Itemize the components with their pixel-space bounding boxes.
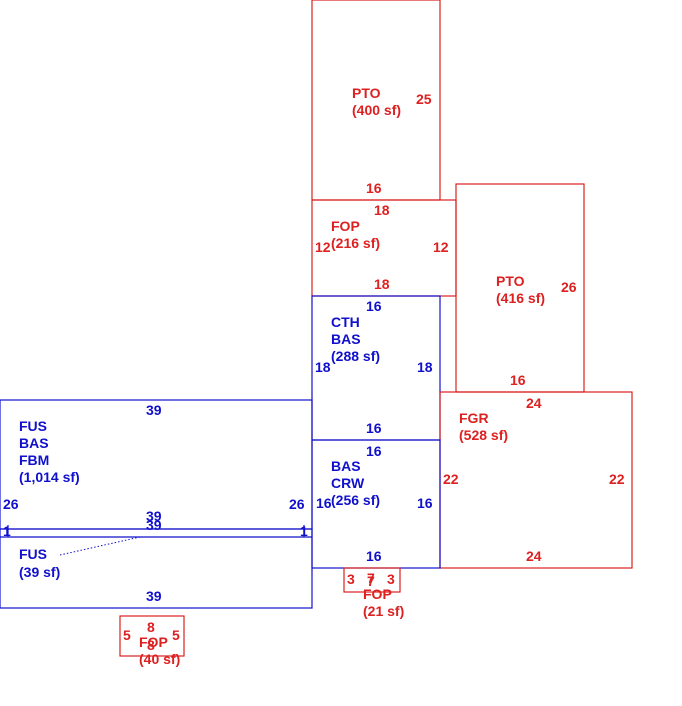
fus-main-dim-bottom: 39 bbox=[146, 508, 162, 524]
fop-small-outline bbox=[343, 567, 401, 593]
pto-top-dim-right: 25 bbox=[416, 91, 432, 107]
fus-strip-area: (39 sf) bbox=[19, 564, 60, 580]
fop-bottom-dim-top: 8 bbox=[147, 619, 155, 635]
fus-main-dim-left: 26 bbox=[3, 496, 19, 512]
fop-upper-dim-top: 18 bbox=[374, 202, 390, 218]
bas-crw-dim-bottom: 16 bbox=[366, 548, 382, 564]
area-cth-bas: 16 CTH BAS (288 sf) 18 18 16 bbox=[311, 295, 441, 441]
pto-right-dim-bottom: 16 bbox=[510, 372, 526, 388]
bas-crw-code-2: CRW bbox=[331, 475, 365, 491]
area-fus-main: 39 FUS BAS FBM (1,014 sf) 26 26 39 bbox=[0, 399, 313, 530]
cth-bas-dim-bottom: 16 bbox=[366, 420, 382, 436]
pto-right-dim-right: 26 bbox=[561, 279, 577, 295]
fop-upper-area: (216 sf) bbox=[331, 235, 380, 251]
fus-strip-code: FUS bbox=[19, 546, 47, 562]
bas-crw-dim-left: 16 bbox=[316, 495, 332, 511]
fop-small-dim-right: 3 bbox=[387, 571, 395, 587]
area-fop-bottom: 8 5 5 FOP 8 (40 sf) bbox=[119, 615, 185, 667]
fgr-code: FGR bbox=[459, 410, 489, 426]
fus-strip-leader-line bbox=[59, 536, 141, 556]
fus-main-dim-top: 39 bbox=[146, 402, 162, 418]
fop-small-dim-left: 3 bbox=[347, 571, 355, 587]
fus-strip-dim-right: 1 bbox=[300, 523, 308, 539]
fop-upper-dim-bottom: 18 bbox=[374, 276, 390, 292]
area-fop-upper: 18 FOP (216 sf) 12 12 18 bbox=[311, 199, 457, 297]
bas-crw-dim-top: 16 bbox=[366, 443, 382, 459]
area-pto-right: PTO (416 sf) 26 16 bbox=[455, 183, 585, 393]
pto-top-dim-bottom: 16 bbox=[366, 180, 382, 196]
area-fus-strip: 39 1 1 FUS (39 sf) 39 bbox=[0, 517, 313, 609]
fus-strip-outline bbox=[0, 528, 313, 609]
cth-bas-dim-right: 18 bbox=[417, 359, 433, 375]
pto-right-area: (416 sf) bbox=[496, 290, 545, 306]
cth-bas-dim-top: 16 bbox=[366, 298, 382, 314]
cth-bas-area: (288 sf) bbox=[331, 348, 380, 364]
cth-bas-code-2: BAS bbox=[331, 331, 361, 347]
fus-strip-dim-top: 39 bbox=[146, 517, 162, 533]
fop-bottom-code: FOP bbox=[139, 634, 168, 650]
fgr-dim-top: 24 bbox=[526, 395, 542, 411]
fus-main-dim-right: 26 bbox=[289, 496, 305, 512]
fgr-dim-right: 22 bbox=[609, 471, 625, 487]
fop-upper-dim-left: 12 bbox=[315, 239, 331, 255]
area-fgr: 24 FGR (528 sf) 22 22 24 bbox=[439, 391, 633, 569]
fop-bottom-outline bbox=[119, 615, 185, 657]
bas-crw-dim-right: 16 bbox=[417, 495, 433, 511]
bas-crw-code-1: BAS bbox=[331, 458, 361, 474]
bas-crw-area: (256 sf) bbox=[331, 492, 380, 508]
fop-small-dim-bottom: 7 bbox=[367, 573, 375, 589]
cth-bas-dim-left: 18 bbox=[315, 359, 331, 375]
fop-bottom-dim-bottom: 8 bbox=[147, 637, 155, 653]
fop-bottom-dim-left: 5 bbox=[123, 627, 131, 643]
fgr-dim-left: 22 bbox=[443, 471, 459, 487]
fus-main-code-2: BAS bbox=[19, 435, 49, 451]
area-pto-top: PTO (400 sf) 25 16 bbox=[311, 0, 441, 201]
fop-small-area: (21 sf) bbox=[363, 603, 404, 619]
fgr-dim-bottom: 24 bbox=[526, 548, 542, 564]
cth-bas-code-1: CTH bbox=[331, 314, 360, 330]
fus-main-code-3: FBM bbox=[19, 452, 49, 468]
area-fop-small: 3 7 7 3 FOP (21 sf) bbox=[343, 567, 404, 619]
fus-main-area: (1,014 sf) bbox=[19, 469, 80, 485]
fop-bottom-area: (40 sf) bbox=[139, 651, 180, 667]
fop-upper-code: FOP bbox=[331, 218, 360, 234]
fop-bottom-dim-right: 5 bbox=[172, 627, 180, 643]
fus-strip-dim-bottom: 39 bbox=[146, 588, 162, 604]
pto-right-code: PTO bbox=[496, 273, 525, 289]
pto-top-area: (400 sf) bbox=[352, 102, 401, 118]
pto-top-code: PTO bbox=[352, 85, 381, 101]
fus-main-code-1: FUS bbox=[19, 418, 47, 434]
fus-strip-dim-left: 1 bbox=[3, 523, 11, 539]
fop-small-dim-top: 7 bbox=[367, 570, 375, 586]
fgr-area: (528 sf) bbox=[459, 427, 508, 443]
area-bas-crw: 16 BAS CRW (256 sf) 16 16 16 bbox=[311, 439, 441, 569]
fop-small-code: FOP bbox=[363, 586, 392, 602]
fop-upper-dim-right: 12 bbox=[433, 239, 449, 255]
